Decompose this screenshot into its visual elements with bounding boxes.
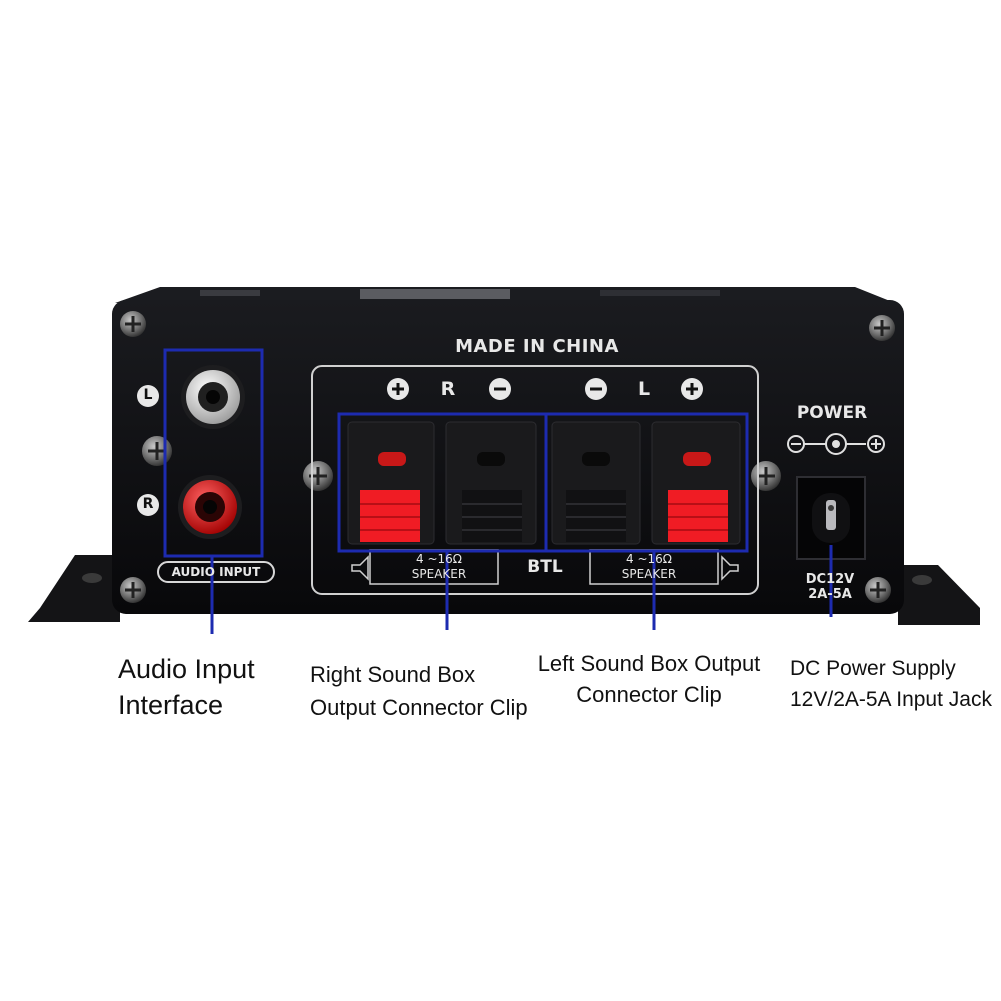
mounting-flange-left <box>28 555 120 622</box>
plus-icon <box>681 378 703 400</box>
screw-icon <box>142 436 172 466</box>
dc-rating-line1: DC12V <box>805 572 855 587</box>
minus-icon <box>585 378 607 400</box>
power-label: POWER <box>796 403 868 423</box>
rca-jack-right-red[interactable] <box>178 475 242 539</box>
callout-audio-input: Audio Input Interface <box>118 651 255 723</box>
screw-icon <box>751 461 781 491</box>
screw-icon <box>303 461 333 491</box>
callout-audio-input-line2: Interface <box>118 690 224 720</box>
minus-icon <box>489 378 511 400</box>
impedance-right-label: 4 ~16Ω <box>416 552 462 566</box>
terminal-l-label: L <box>637 378 651 400</box>
rca-jack-left-white[interactable] <box>181 365 245 429</box>
btl-label: BTL <box>527 557 563 577</box>
callout-audio-input-line1: Audio Input <box>118 654 255 684</box>
callout-left-clip: Left Sound Box Output Connector Clip <box>526 648 772 710</box>
callout-left-clip-line1: Left Sound Box Output <box>537 651 761 676</box>
right-channel-marker <box>137 494 159 516</box>
made-in-label: MADE IN CHINA <box>455 336 619 357</box>
screw-icon <box>120 577 146 603</box>
speaker-clip-left-positive[interactable] <box>651 421 741 545</box>
callout-left-clip-line2: Connector Clip <box>576 682 722 707</box>
screw-icon <box>865 577 891 603</box>
callout-right-clip-line1: Right Sound Box <box>310 662 476 687</box>
speaker-icon <box>721 555 739 581</box>
impedance-left-label: 4 ~16Ω <box>626 552 672 566</box>
speaker-area-outline <box>311 365 759 595</box>
callout-right-clip-line2: Output Connector Clip <box>310 695 528 720</box>
speaker-icon <box>351 555 369 581</box>
polarity-symbol-icon <box>787 433 885 455</box>
left-channel-letter: L <box>143 387 153 403</box>
left-channel-marker <box>137 385 159 407</box>
dc-rating-line2: 2A-5A <box>808 587 852 602</box>
callout-right-clip: Right Sound Box Output Connector Clip <box>310 658 528 724</box>
audio-input-label: AUDIO INPUT <box>171 565 261 579</box>
callout-dc-jack-line2: 12V/2A-5A Input Jack <box>790 688 992 711</box>
speaker-clip-right-positive[interactable] <box>347 421 435 545</box>
speaker-left-label: SPEAKER <box>621 567 677 581</box>
dc-power-jack[interactable] <box>796 476 866 560</box>
mounting-flange-right <box>898 565 980 625</box>
plus-icon <box>387 378 409 400</box>
terminal-r-label: R <box>440 378 456 400</box>
speaker-clip-right-negative[interactable] <box>445 421 537 545</box>
highlight-left-clip <box>544 412 749 553</box>
screw-icon <box>869 315 895 341</box>
callout-dc-jack-line1: DC Power Supply <box>790 657 956 680</box>
heatsink-top <box>115 287 895 303</box>
audio-input-label-box <box>157 561 275 583</box>
speaker-clip-left-negative[interactable] <box>551 421 641 545</box>
speaker-right-label: SPEAKER <box>411 567 467 581</box>
screw-icon <box>120 311 146 337</box>
callout-dc-jack: DC Power Supply 12V/2A-5A Input Jack <box>790 653 992 715</box>
right-channel-letter: R <box>142 496 154 512</box>
